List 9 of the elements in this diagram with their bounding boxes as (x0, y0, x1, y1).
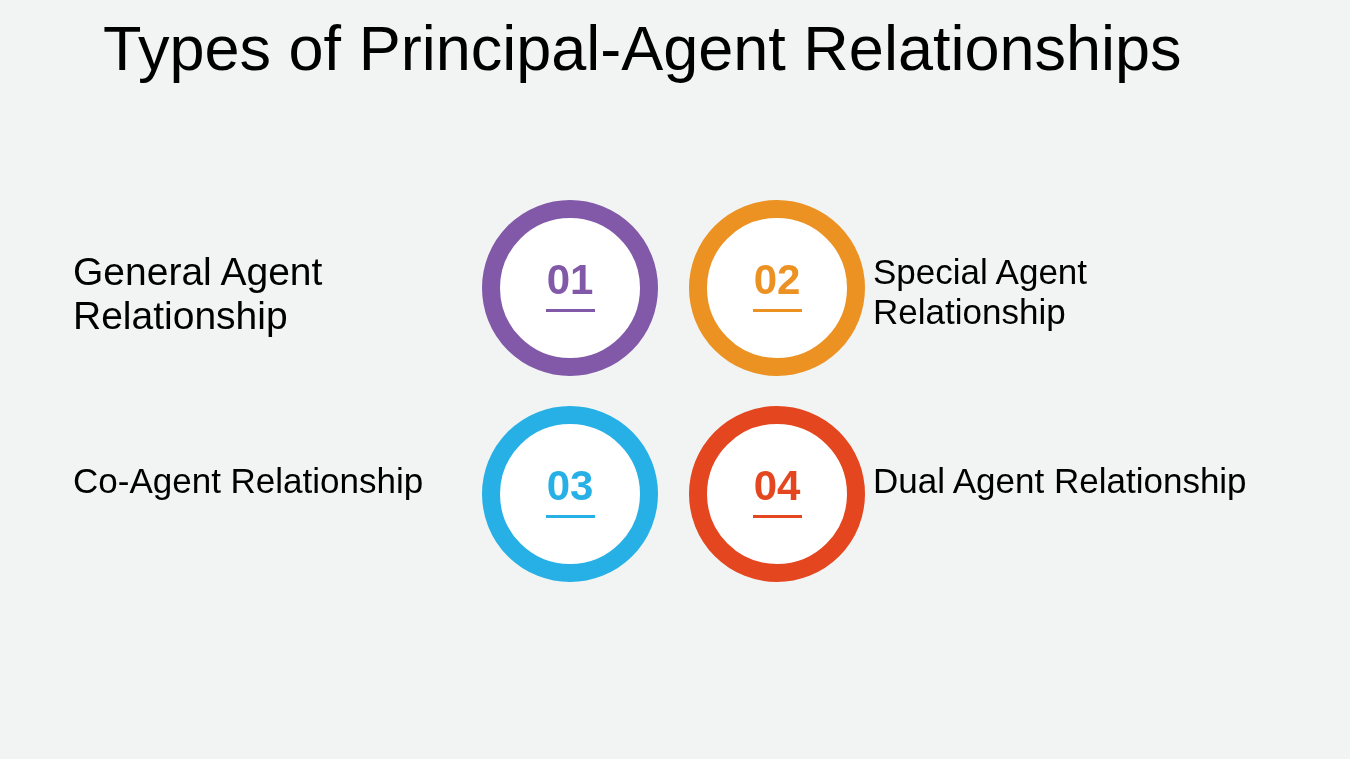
step-number: 02 (753, 258, 801, 301)
item-label: General Agent Relationship (73, 250, 324, 338)
title: Types of Principal-Agent Relationships (103, 15, 1182, 81)
item-label: Special Agent Relationship (873, 252, 1089, 332)
item-label: Co-Agent Relationship (73, 461, 425, 501)
item-label: Dual Agent Relationship (873, 461, 1248, 501)
step-number: 03 (546, 464, 594, 507)
step-number: 01 (546, 258, 594, 301)
step-number: 04 (753, 464, 801, 507)
